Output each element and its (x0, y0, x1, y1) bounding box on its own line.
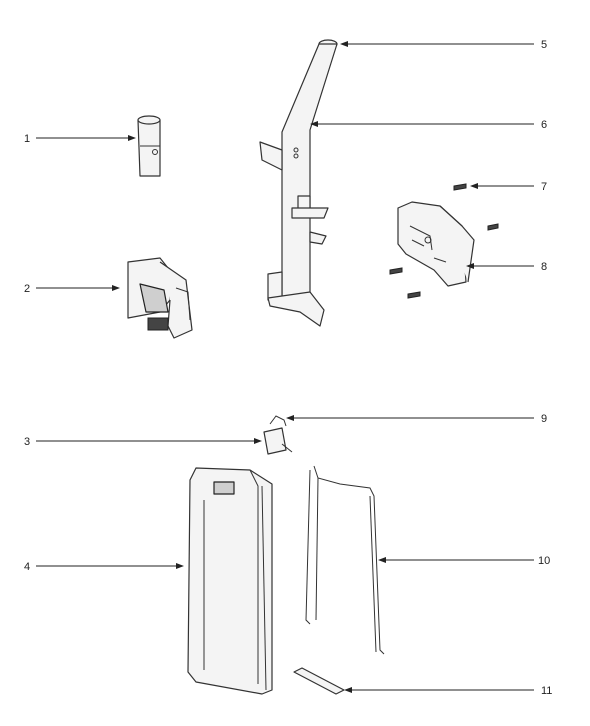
callout-10-label: 10 (538, 555, 550, 567)
part-10-gasket (305, 465, 385, 655)
callout-1-label: 1 (24, 133, 30, 145)
callout-2: 2 (24, 283, 120, 295)
callout-11: 11 (344, 685, 552, 697)
part-1-tube (137, 115, 161, 177)
part-7-screws (389, 183, 499, 299)
callout-8: 8 (466, 261, 547, 273)
callout-4: 4 (24, 561, 184, 573)
callout-2-label: 2 (24, 283, 30, 295)
callout-6-label: 6 (541, 119, 547, 131)
callout-8-label: 8 (541, 261, 547, 273)
part-11-strip (293, 667, 345, 695)
callout-10: 10 (378, 555, 550, 567)
callout-5-label: 5 (541, 39, 547, 51)
part-4-door (187, 467, 273, 695)
part-3-latch (263, 427, 293, 455)
callout-9: 9 (286, 413, 547, 425)
callout-4-label: 4 (24, 561, 30, 573)
part-5-6-handle (259, 39, 338, 327)
callout-11-label: 11 (541, 685, 552, 697)
callout-3: 3 (24, 436, 262, 448)
part-9-clip (269, 415, 287, 427)
callout-9-label: 9 (541, 413, 547, 425)
callout-7-label: 7 (541, 181, 547, 193)
part-2-bracket (127, 257, 193, 339)
callout-6: 6 (310, 119, 547, 131)
callout-1: 1 (24, 133, 136, 145)
callout-7: 7 (470, 181, 547, 193)
callout-5: 5 (340, 39, 547, 51)
callout-3-label: 3 (24, 436, 30, 448)
part-8-cover (397, 201, 475, 287)
